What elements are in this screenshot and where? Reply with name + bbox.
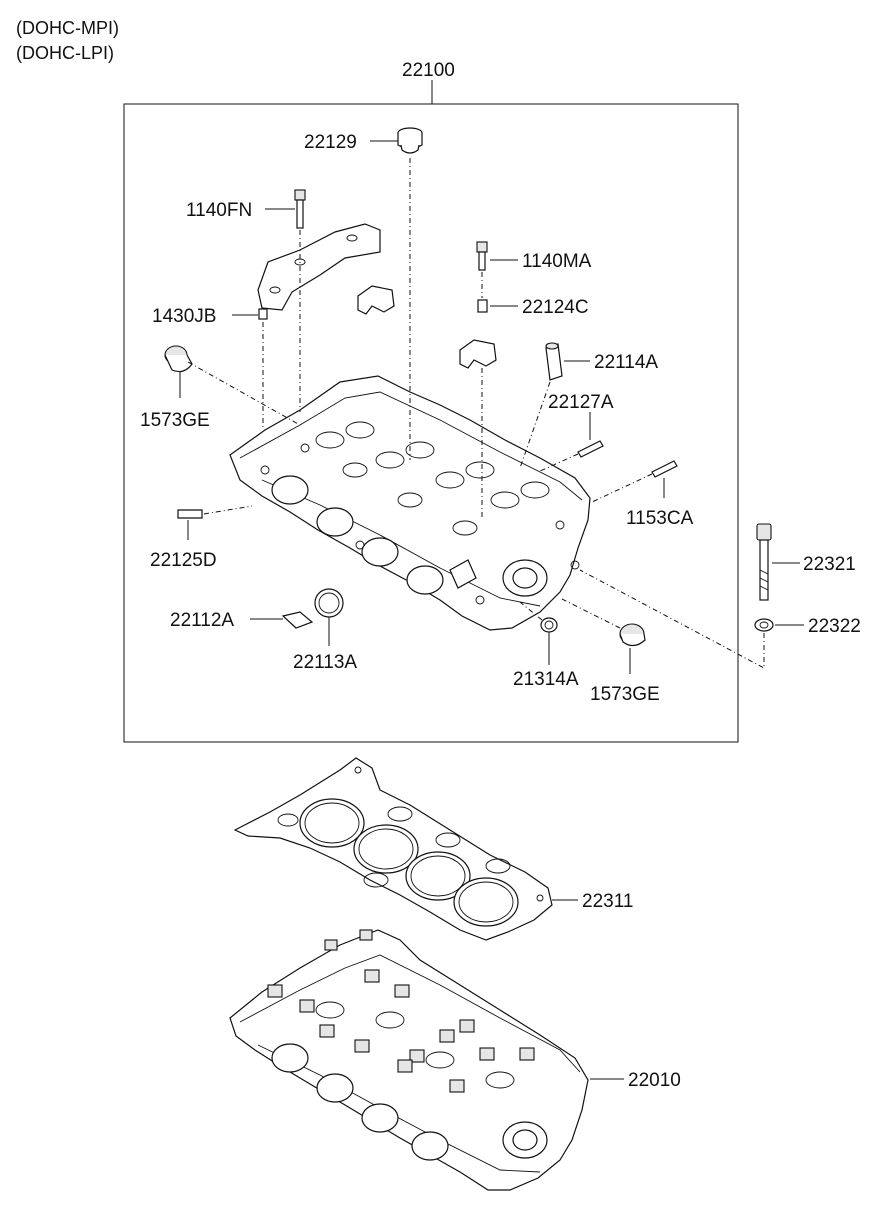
cam-cap-center bbox=[357, 285, 395, 315]
label-22010[interactable]: 22010 bbox=[628, 1070, 681, 1091]
head-bolt-22321 bbox=[756, 523, 772, 601]
label-1140fn[interactable]: 1140FN bbox=[186, 200, 252, 221]
seal-22112a bbox=[281, 611, 314, 629]
label-21314a[interactable]: 21314A bbox=[513, 669, 579, 690]
label-1573ge-left[interactable]: 1573GE bbox=[140, 410, 210, 431]
stud-22125d bbox=[177, 509, 203, 519]
plug-22129 bbox=[397, 127, 423, 154]
label-1153ca[interactable]: 1153CA bbox=[626, 508, 694, 529]
label-22124c[interactable]: 22124C bbox=[522, 297, 589, 318]
head-gasket-22311 bbox=[233, 757, 553, 941]
bolt-1140ma bbox=[476, 241, 488, 271]
label-22125d[interactable]: 22125D bbox=[150, 550, 217, 571]
label-22127a[interactable]: 22127A bbox=[548, 392, 614, 413]
assembly-box bbox=[123, 103, 739, 743]
oring-21314a bbox=[540, 617, 558, 633]
label-22321[interactable]: 22321 bbox=[803, 554, 856, 575]
label-22311[interactable]: 22311 bbox=[582, 891, 633, 912]
label-22112a[interactable]: 22112A bbox=[170, 610, 234, 631]
label-22113a[interactable]: 22113A bbox=[293, 652, 357, 673]
cylinder-head-complete-22010 bbox=[229, 929, 589, 1191]
cam-cap-right bbox=[459, 339, 497, 369]
cap-plug-right bbox=[619, 623, 646, 647]
label-22100[interactable]: 22100 bbox=[402, 60, 455, 81]
washer-22322 bbox=[754, 618, 774, 632]
cap-plug-left bbox=[164, 345, 193, 373]
label-22129[interactable]: 22129 bbox=[304, 132, 357, 153]
engine-variant-lpi: (DOHC-LPI) bbox=[16, 43, 114, 63]
ring-22113a bbox=[314, 588, 344, 618]
label-1140ma[interactable]: 1140MA bbox=[522, 251, 592, 272]
label-22322[interactable]: 22322 bbox=[808, 616, 861, 637]
sleeve-22114a bbox=[545, 342, 563, 381]
bolt-1140fn bbox=[294, 189, 306, 229]
engine-variant-mpi: (DOHC-MPI) bbox=[16, 18, 119, 38]
stud-22127a bbox=[577, 440, 604, 458]
label-22114a[interactable]: 22114A bbox=[594, 352, 658, 373]
stud-1153ca bbox=[651, 460, 678, 478]
dowel-22124c bbox=[477, 299, 488, 313]
label-1430jb[interactable]: 1430JB bbox=[152, 306, 216, 327]
label-1573ge-right[interactable]: 1573GE bbox=[590, 684, 660, 705]
pin-1430jb bbox=[258, 308, 268, 320]
